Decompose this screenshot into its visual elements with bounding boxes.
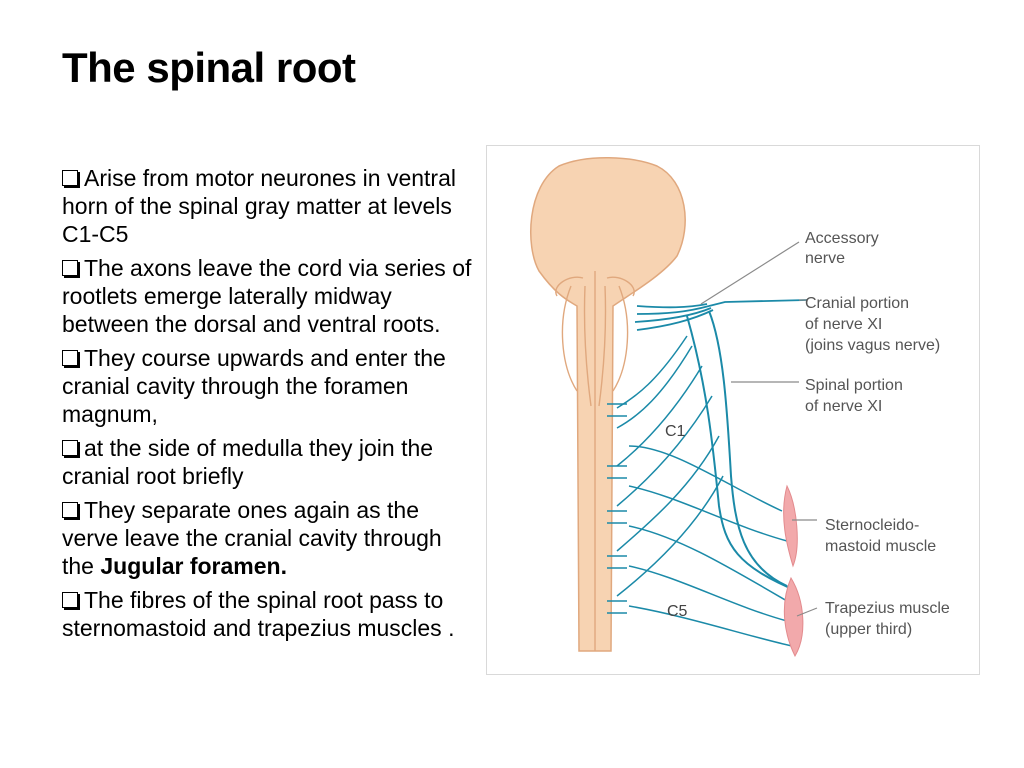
label-sternocleidomastoid: mastoid muscle bbox=[825, 538, 936, 555]
slide-title: The spinal root bbox=[62, 44, 356, 91]
bullet-text: Arise from motor neurones in ventral hor… bbox=[62, 165, 456, 247]
rootlet-ticks bbox=[607, 403, 627, 614]
spinal-root-trunk bbox=[686, 310, 798, 592]
hollow-square-bullet-icon bbox=[62, 170, 78, 186]
spinal-rootlets bbox=[616, 335, 793, 647]
label-cranial-portion: Cranial portion bbox=[805, 295, 909, 312]
label-level-c1: C1 bbox=[665, 423, 686, 440]
label-trapezius: Trapezius muscle bbox=[825, 600, 950, 617]
bullet-text: They course upwards and enter the crania… bbox=[62, 345, 446, 427]
hollow-square-bullet-icon bbox=[62, 260, 78, 276]
bullet-item: at the side of medulla they join the cra… bbox=[62, 434, 472, 490]
bullet-item: They course upwards and enter the crania… bbox=[62, 344, 472, 428]
bullet-bold-text: Jugular foramen. bbox=[100, 553, 287, 579]
trapezius-muscle bbox=[783, 576, 804, 658]
bullet-text: The axons leave the cord via series of r… bbox=[62, 255, 472, 337]
bullet-text: They separate ones again as the verve le… bbox=[62, 497, 442, 579]
medulla-ridges bbox=[555, 271, 635, 651]
bullet-item: The fibres of the spinal root pass to st… bbox=[62, 586, 472, 642]
bullet-text: The fibres of the spinal root pass to st… bbox=[62, 587, 455, 641]
bullet-item: The axons leave the cord via series of r… bbox=[62, 254, 472, 338]
label-spinal-portion: of nerve XI bbox=[805, 398, 882, 415]
hollow-square-bullet-icon bbox=[62, 350, 78, 366]
bullet-text: at the side of medulla they join the cra… bbox=[62, 435, 434, 489]
leader-lines bbox=[700, 241, 818, 617]
label-cranial-portion: of nerve XI bbox=[805, 316, 882, 333]
label-level-c5: C5 bbox=[667, 603, 688, 620]
diagram-svg: Accessory nerve Cranial portion of nerve… bbox=[530, 157, 950, 658]
bullet-item: Arise from motor neurones in ventral hor… bbox=[62, 164, 472, 248]
bullet-item: They separate ones again as the verve le… bbox=[62, 496, 472, 580]
label-sternocleidomastoid: Sternocleido- bbox=[825, 517, 919, 534]
cranial-rootlets bbox=[634, 299, 808, 331]
label-accessory: Accessory bbox=[805, 230, 879, 247]
hollow-square-bullet-icon bbox=[62, 440, 78, 456]
bullet-list: Arise from motor neurones in ventral hor… bbox=[62, 164, 472, 648]
hollow-square-bullet-icon bbox=[62, 502, 78, 518]
label-trapezius: (upper third) bbox=[825, 621, 912, 638]
label-accessory: nerve bbox=[805, 250, 845, 267]
sternocleidomastoid-muscle bbox=[783, 484, 798, 568]
accessory-nerve-diagram: Accessory nerve Cranial portion of nerve… bbox=[486, 145, 980, 675]
hollow-square-bullet-icon bbox=[62, 592, 78, 608]
label-cranial-portion: (joins vagus nerve) bbox=[805, 337, 940, 354]
label-spinal-portion: Spinal portion bbox=[805, 377, 903, 394]
